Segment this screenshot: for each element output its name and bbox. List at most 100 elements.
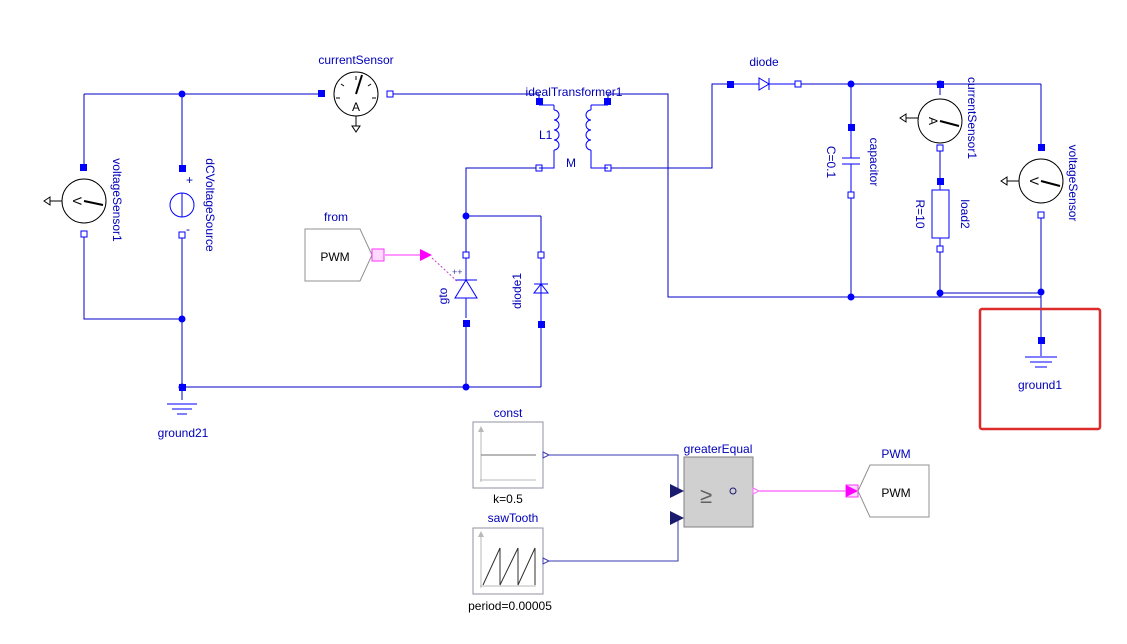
wire (544, 517, 679, 562)
voltage-sensor1-label: voltageSensor1 (110, 158, 124, 242)
junction-dot (847, 80, 855, 88)
output-port[interactable] (542, 557, 551, 565)
ground21[interactable]: ground21 (158, 384, 209, 440)
wires (83, 83, 1042, 562)
greater-equal-block[interactable]: greaterEqual ≥ (670, 442, 761, 528)
signal-arrow-icon (420, 249, 432, 261)
primary-coil-icon (539, 104, 560, 169)
ideal-transformer1[interactable]: idealTransformer1 L1 M (526, 85, 623, 172)
port[interactable] (1038, 337, 1045, 344)
port-n[interactable] (178, 231, 186, 239)
wire (465, 167, 539, 255)
diode[interactable]: diode (727, 55, 802, 91)
resistor-icon (931, 189, 950, 239)
junction-dot (936, 289, 944, 297)
port-n[interactable] (936, 245, 944, 253)
port-p[interactable] (937, 81, 944, 88)
port-p[interactable] (937, 178, 944, 185)
port-p[interactable] (538, 321, 545, 328)
capacitor[interactable]: capacitor C=0.1 (824, 124, 881, 199)
port-n[interactable] (537, 251, 545, 259)
junction-dot (178, 90, 186, 98)
capacitor-label: capacitor (867, 138, 881, 187)
output-arrow-icon (43, 196, 51, 206)
port-n[interactable] (794, 80, 802, 88)
port-p1[interactable] (536, 98, 543, 105)
voltmeter-symbol: V (70, 197, 84, 205)
gto-symbol-icon (454, 279, 478, 299)
greater-equal-box (683, 456, 754, 528)
output-port[interactable] (752, 487, 761, 495)
port-p[interactable] (1038, 144, 1045, 151)
greater-equal-symbol: ≥ (700, 483, 712, 508)
diode-label: diode (749, 55, 779, 69)
output-arrow-icon (351, 125, 361, 133)
gto[interactable]: ++ gto (431, 251, 478, 327)
load2[interactable]: load2 R=10 (913, 178, 972, 253)
input-port-2[interactable] (670, 511, 684, 525)
junction-dot (1037, 288, 1045, 296)
secondary-coil-icon (585, 104, 608, 169)
current-sensor[interactable]: currentSensor A (318, 53, 394, 133)
port-n[interactable] (847, 191, 855, 199)
from-shape (304, 228, 373, 282)
wire (608, 83, 730, 169)
from-label: from (324, 210, 348, 224)
ammeter-symbol: A (352, 100, 360, 114)
sawtooth-label: sawTooth (488, 511, 539, 525)
port-p[interactable] (727, 81, 734, 88)
pwm-output-block[interactable]: PWM PWM (845, 447, 930, 518)
port-n[interactable] (386, 90, 394, 98)
port-p[interactable] (848, 124, 855, 131)
output-port[interactable] (371, 248, 385, 262)
port-p[interactable] (318, 90, 325, 97)
dc-voltage-source[interactable]: + - dCVoltageSource (169, 158, 217, 252)
ground1[interactable]: ground1 (978, 307, 1102, 431)
gto-label: gto (436, 287, 450, 304)
l1-label: L1 (539, 128, 553, 142)
ground1-label: ground1 (1018, 378, 1062, 392)
output-arrow-icon (1000, 176, 1008, 186)
port-p[interactable] (80, 164, 87, 171)
port-p[interactable] (179, 165, 186, 172)
svg-text:+: + (186, 173, 193, 187)
load2-param: R=10 (913, 199, 927, 228)
sawtooth-box (472, 527, 544, 595)
output-port[interactable] (542, 451, 551, 459)
m-label: M (566, 156, 576, 170)
greater-equal-label: greaterEqual (684, 442, 753, 456)
wire (544, 454, 679, 490)
port-n[interactable] (80, 230, 88, 238)
wire (607, 93, 1041, 298)
ground21-label: ground21 (158, 426, 209, 440)
dc-voltage-source-label: dCVoltageSource (203, 158, 217, 252)
diode1-label: diode1 (510, 273, 524, 309)
from-block[interactable]: from PWM (304, 210, 432, 282)
sawtooth-param: period=0.00005 (468, 599, 552, 613)
port-n[interactable] (463, 320, 470, 327)
const-block[interactable]: const k=0.5 (472, 406, 551, 506)
current-sensor1[interactable]: currentSensor1 A (899, 77, 979, 159)
port[interactable] (179, 384, 186, 391)
pwm-output-text: PWM (881, 486, 910, 500)
pwm-output-shape (857, 464, 930, 518)
port-p[interactable] (462, 251, 470, 259)
diode1[interactable]: diode1 (510, 251, 550, 328)
capacitor-param: C=0.1 (824, 146, 838, 179)
voltmeter-symbol: V (1027, 177, 1041, 185)
voltage-sensor[interactable]: voltageSensor V (1000, 144, 1080, 221)
port-p2[interactable] (604, 98, 611, 105)
junction-dot (462, 212, 470, 220)
pwm-output-label: PWM (881, 447, 910, 461)
port-n[interactable] (936, 144, 944, 152)
port-n[interactable] (1037, 211, 1045, 219)
sawtooth-block[interactable]: sawTooth period=0.00005 (468, 511, 552, 613)
ideal-transformer1-label: idealTransformer1 (526, 85, 623, 99)
current-sensor1-label: currentSensor1 (965, 77, 979, 159)
current-sensor-label: currentSensor (318, 53, 393, 67)
svg-text:++: ++ (452, 267, 463, 277)
voltage-sensor1[interactable]: voltageSensor1 V (43, 158, 124, 242)
input-port-1[interactable] (670, 484, 684, 498)
from-text: PWM (320, 250, 349, 264)
